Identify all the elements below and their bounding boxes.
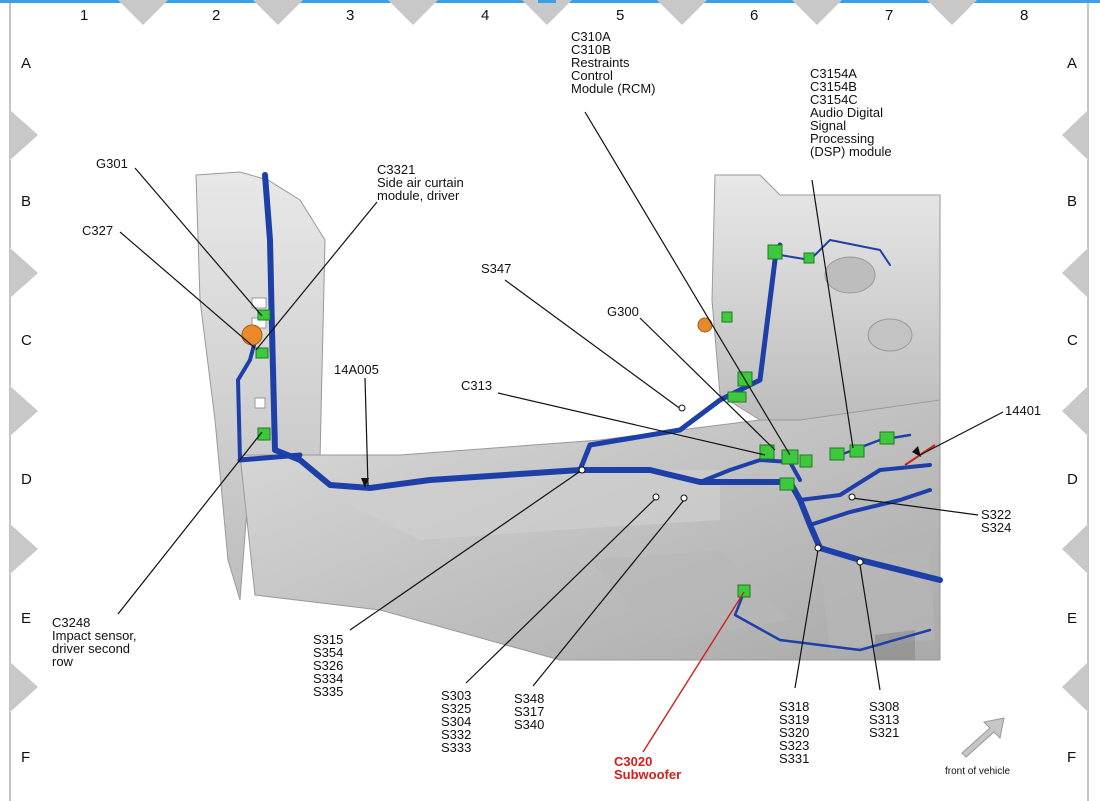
grid-col-3: 3 [346, 7, 355, 24]
label-c3248: C3248 Impact sensor, driver second row [52, 615, 137, 669]
label-s348-group: S348 S317 S340 [514, 691, 545, 732]
label-rcm: C310A C310B Restraints Control Module (R… [571, 29, 656, 96]
top-center-tab [538, 0, 556, 3]
front-of-vehicle-arrow-icon [961, 717, 1005, 758]
grid-row-f-right: F [1067, 749, 1077, 766]
grid-row-a-right: A [1067, 55, 1078, 72]
label-dsp: C3154A C3154B C3154C Audio Digital Signa… [810, 66, 892, 159]
grid-row-e-left: E [21, 610, 32, 627]
grid-row-e-right: E [1067, 610, 1078, 627]
label-s322-s324: S322 S324 [981, 507, 1012, 535]
label-front-of-vehicle: front of vehicle [945, 766, 1011, 777]
label-c3321: C3321 Side air curtain module, driver [377, 162, 464, 203]
right-quarter-panel [711, 174, 941, 421]
grid-col-7: 7 [885, 7, 894, 24]
grid-col-1: 1 [80, 7, 89, 24]
label-c313: C313 [461, 378, 493, 393]
subwoofer-leader-line [642, 591, 745, 753]
label-s308-group: S308 S313 S321 [869, 699, 900, 740]
left-grid-markers [10, 110, 38, 712]
grid-row-f-left: F [21, 749, 31, 766]
grid-row-c-right: C [1067, 332, 1078, 349]
label-14401: 14401 [1005, 403, 1042, 418]
label-c327: C327 [82, 223, 114, 238]
label-s318-group: S318 S319 S320 S323 S331 [779, 699, 810, 766]
top-grid-markers [118, 0, 977, 25]
connectors [255, 244, 895, 598]
grid-row-d-right: D [1067, 471, 1078, 488]
grid-row-b-right: B [1067, 193, 1078, 210]
label-s315-group: S315 S354 S326 S334 S335 [313, 632, 344, 699]
label-c3020-subwoofer: C3020 Subwoofer [614, 754, 682, 782]
floor-panel [239, 379, 941, 661]
grid-col-6: 6 [750, 7, 759, 24]
label-s347: S347 [481, 261, 512, 276]
label-g300: G300 [607, 304, 639, 319]
splice-markers [578, 404, 864, 566]
grid-row-b-left: B [21, 193, 32, 210]
grid-col-2: 2 [212, 7, 221, 24]
arrow-14a005 [361, 478, 369, 488]
arrow-14401 [912, 446, 921, 457]
grid-row-c-left: C [21, 332, 32, 349]
label-14a005: 14A005 [334, 362, 379, 377]
grid-col-4: 4 [481, 7, 490, 24]
leader-lines [117, 111, 1004, 691]
grid-col-8: 8 [1020, 7, 1029, 24]
grid-row-d-left: D [21, 471, 32, 488]
label-s303-group: S303 S325 S304 S332 S333 [441, 688, 472, 755]
grid-row-a-left: A [21, 55, 32, 72]
label-g301: G301 [96, 156, 128, 171]
right-grid-markers [1062, 110, 1088, 712]
grid-col-5: 5 [616, 7, 625, 24]
